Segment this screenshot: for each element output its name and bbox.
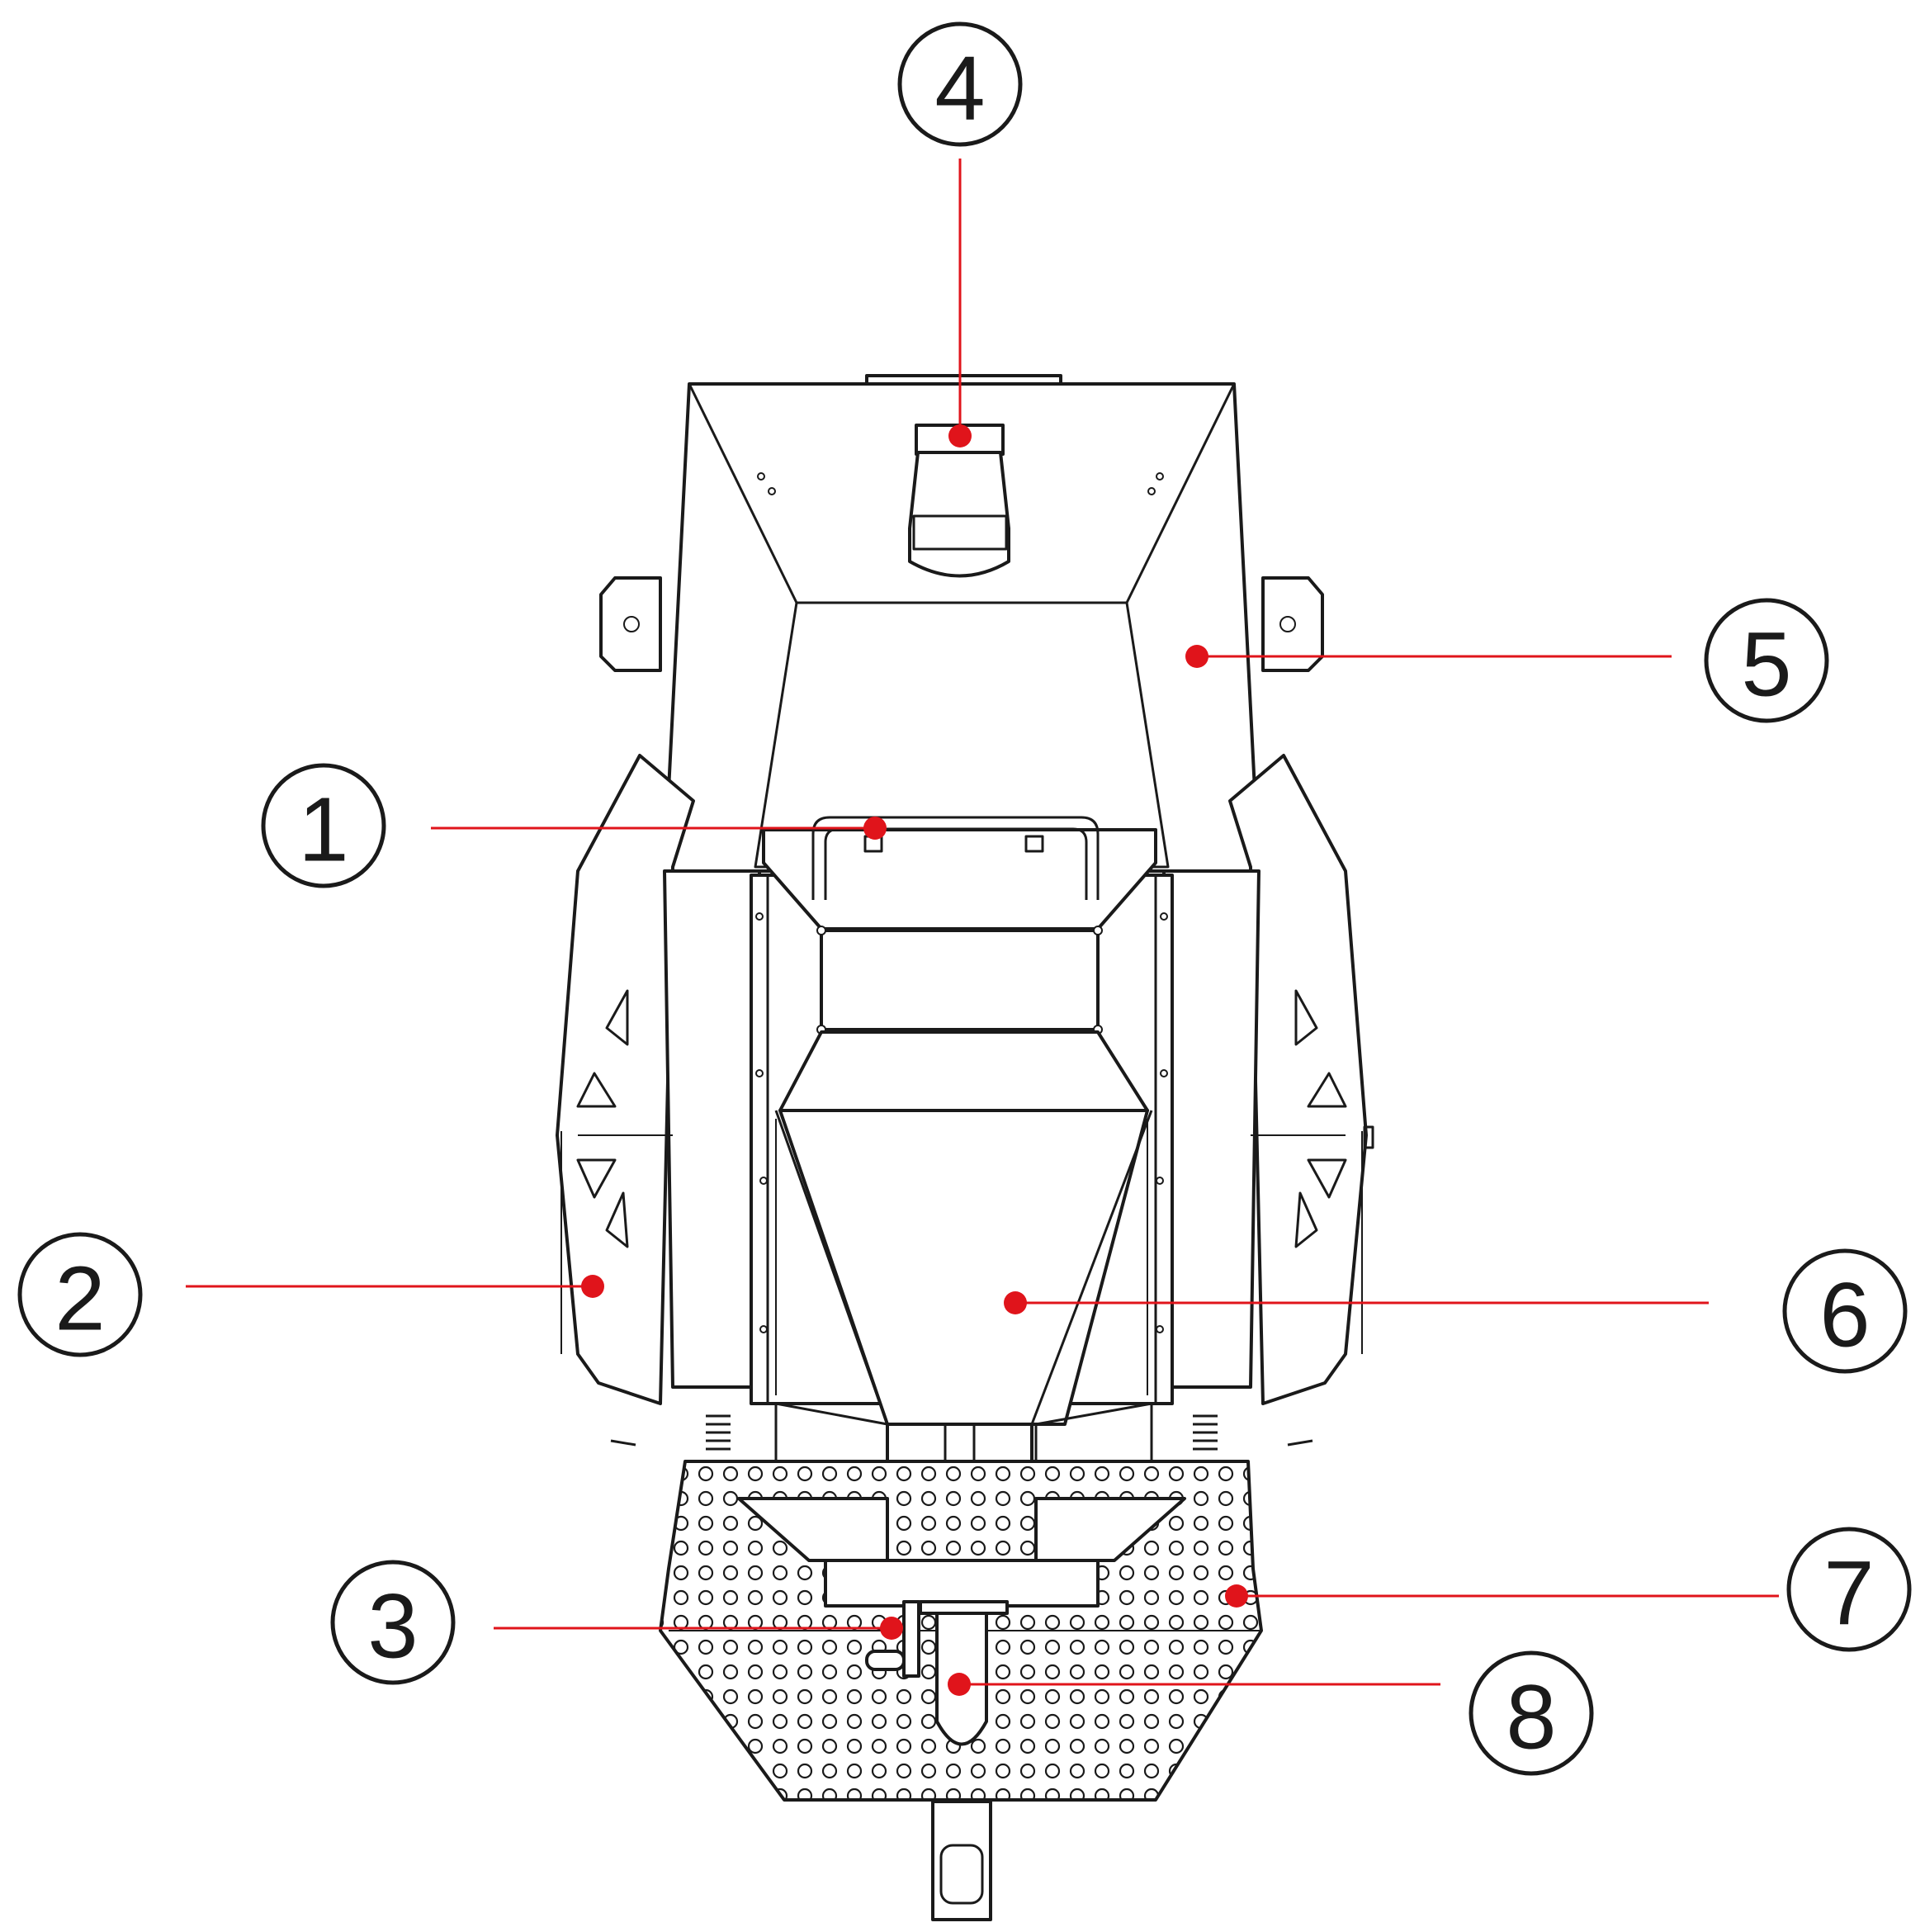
funnel-side — [1030, 1110, 1153, 1425]
carry-handle-inner — [824, 827, 1088, 900]
rivet — [1156, 1325, 1164, 1333]
slide-gate-window — [912, 514, 1008, 551]
callout-5: 5 — [1704, 598, 1829, 723]
wing-vent — [605, 989, 629, 1046]
right-wing-outer — [1228, 754, 1368, 1405]
funnel — [778, 1109, 1149, 1426]
callout-7: 7 — [1786, 1527, 1912, 1652]
callout-label-2: 2 — [54, 1248, 105, 1350]
rivet — [1156, 1177, 1164, 1185]
rivet — [759, 1325, 768, 1333]
chute-box — [820, 929, 1100, 1031]
wing-vent — [576, 1072, 617, 1108]
callout-label-3: 3 — [367, 1576, 418, 1678]
leader-dot-7 — [1225, 1584, 1248, 1608]
rivet — [1147, 487, 1156, 495]
callout-8: 8 — [1469, 1650, 1594, 1776]
handle-clip — [1024, 835, 1044, 853]
rivet — [759, 1177, 768, 1185]
wing-knob — [1363, 1125, 1374, 1149]
rivet — [768, 487, 776, 495]
funnel-side — [774, 1110, 889, 1425]
callout-1: 1 — [261, 763, 386, 888]
callout-label-4: 4 — [934, 38, 985, 140]
right-wing — [1162, 754, 1374, 1447]
rivet — [1093, 926, 1103, 935]
leader-dot-1 — [863, 817, 887, 840]
wing-vent — [1307, 1072, 1347, 1108]
leader-dot-4 — [948, 424, 972, 447]
wing-latch — [610, 1439, 636, 1447]
callout-3: 3 — [330, 1560, 456, 1685]
gate-valve-knob — [865, 1650, 906, 1671]
callout-6: 6 — [1782, 1248, 1908, 1374]
leader-dot-2 — [581, 1275, 604, 1298]
rivet — [757, 472, 765, 481]
slide-gate-plate — [908, 451, 1010, 578]
gate-valve-stem — [902, 1600, 920, 1678]
callout-label-1: 1 — [298, 779, 348, 881]
leader-dot-8 — [948, 1673, 971, 1696]
wing-vent — [1294, 1191, 1318, 1248]
slide-gate — [908, 424, 1010, 578]
discharge-flange — [919, 1600, 1009, 1615]
wing-vent — [1307, 1158, 1347, 1199]
left-wing — [556, 754, 761, 1447]
spring-right — [1193, 1414, 1218, 1451]
bracket-hole-right — [1279, 616, 1296, 632]
central-frame — [706, 816, 1218, 1562]
rivet — [1160, 1069, 1168, 1077]
leaders — [186, 159, 1779, 1696]
rivet — [755, 1069, 764, 1077]
tray-gate — [824, 1559, 1100, 1608]
rivet — [1160, 912, 1168, 921]
callout-2: 2 — [17, 1232, 143, 1357]
wing-vent — [605, 1191, 629, 1248]
wing-vent — [576, 1158, 617, 1199]
callout-label-6: 6 — [1819, 1265, 1870, 1366]
callout-label-5: 5 — [1741, 614, 1791, 716]
bracket-hole-left — [623, 616, 640, 632]
callout-label-7: 7 — [1823, 1543, 1874, 1645]
leader-dot-5 — [1185, 645, 1208, 668]
hopper-front-face — [754, 601, 1170, 869]
wing-vent — [1294, 989, 1318, 1046]
rivet — [1156, 472, 1164, 481]
rivet — [755, 912, 764, 921]
left-wing-panel — [663, 869, 761, 1389]
left-wing-outer — [556, 754, 695, 1405]
wing-latch — [1287, 1439, 1313, 1447]
bottom-bracket-slot — [939, 1844, 984, 1905]
rivet — [816, 926, 826, 935]
callout-label-8: 8 — [1506, 1667, 1556, 1769]
bottom-bracket — [931, 1800, 992, 1921]
funnel-collar — [778, 1030, 1149, 1112]
leader-dot-3 — [880, 1617, 903, 1640]
right-wing-panel — [1162, 869, 1260, 1389]
spring-left — [706, 1414, 731, 1451]
leader-dot-6 — [1004, 1291, 1027, 1314]
callout-4: 4 — [897, 21, 1023, 147]
callouts: 1 2 3 4 5 6 7 8 — [17, 21, 1912, 1776]
